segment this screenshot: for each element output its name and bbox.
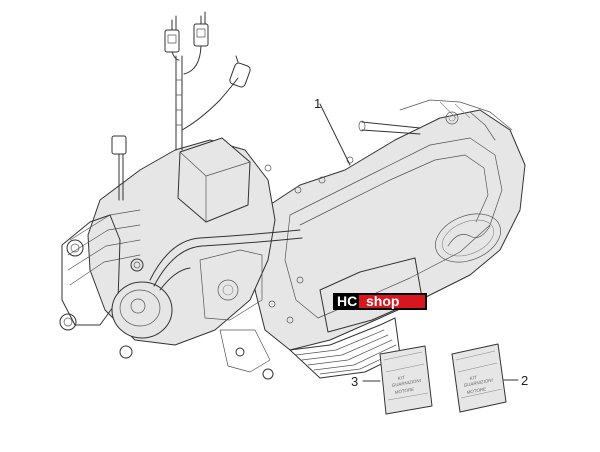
kit-2-line-3: MOTORE [466,386,487,395]
gasket-kit-3: KIT GUARNIZIONI MOTORE [379,345,433,415]
kit-3-line-3: MOTORE [394,386,415,395]
kit-2-line-2: GUARNIZIONI [463,377,494,388]
callout-2: 2 [503,373,528,388]
logo-suffix: shop [366,293,399,309]
callout-1-number: 1 [314,96,321,111]
logo-accent [359,295,425,308]
kit-3-line-2: GUARNIZIONI [391,378,422,388]
callout-1: 1 [314,96,351,166]
gasket-kit-2: KIT GUARNIZIONI MOTORE [451,343,507,413]
logo-prefix: HC [337,293,357,309]
kit-2-line-1: KIT [469,374,478,380]
callout-3-number: 3 [351,374,358,389]
callout-3: 3 [351,374,381,389]
kit-3-line-1: KIT [397,375,406,381]
hcshop-logo: HC shop [333,293,427,310]
engine-assembly [59,11,526,380]
callout-2-number: 2 [521,373,528,388]
